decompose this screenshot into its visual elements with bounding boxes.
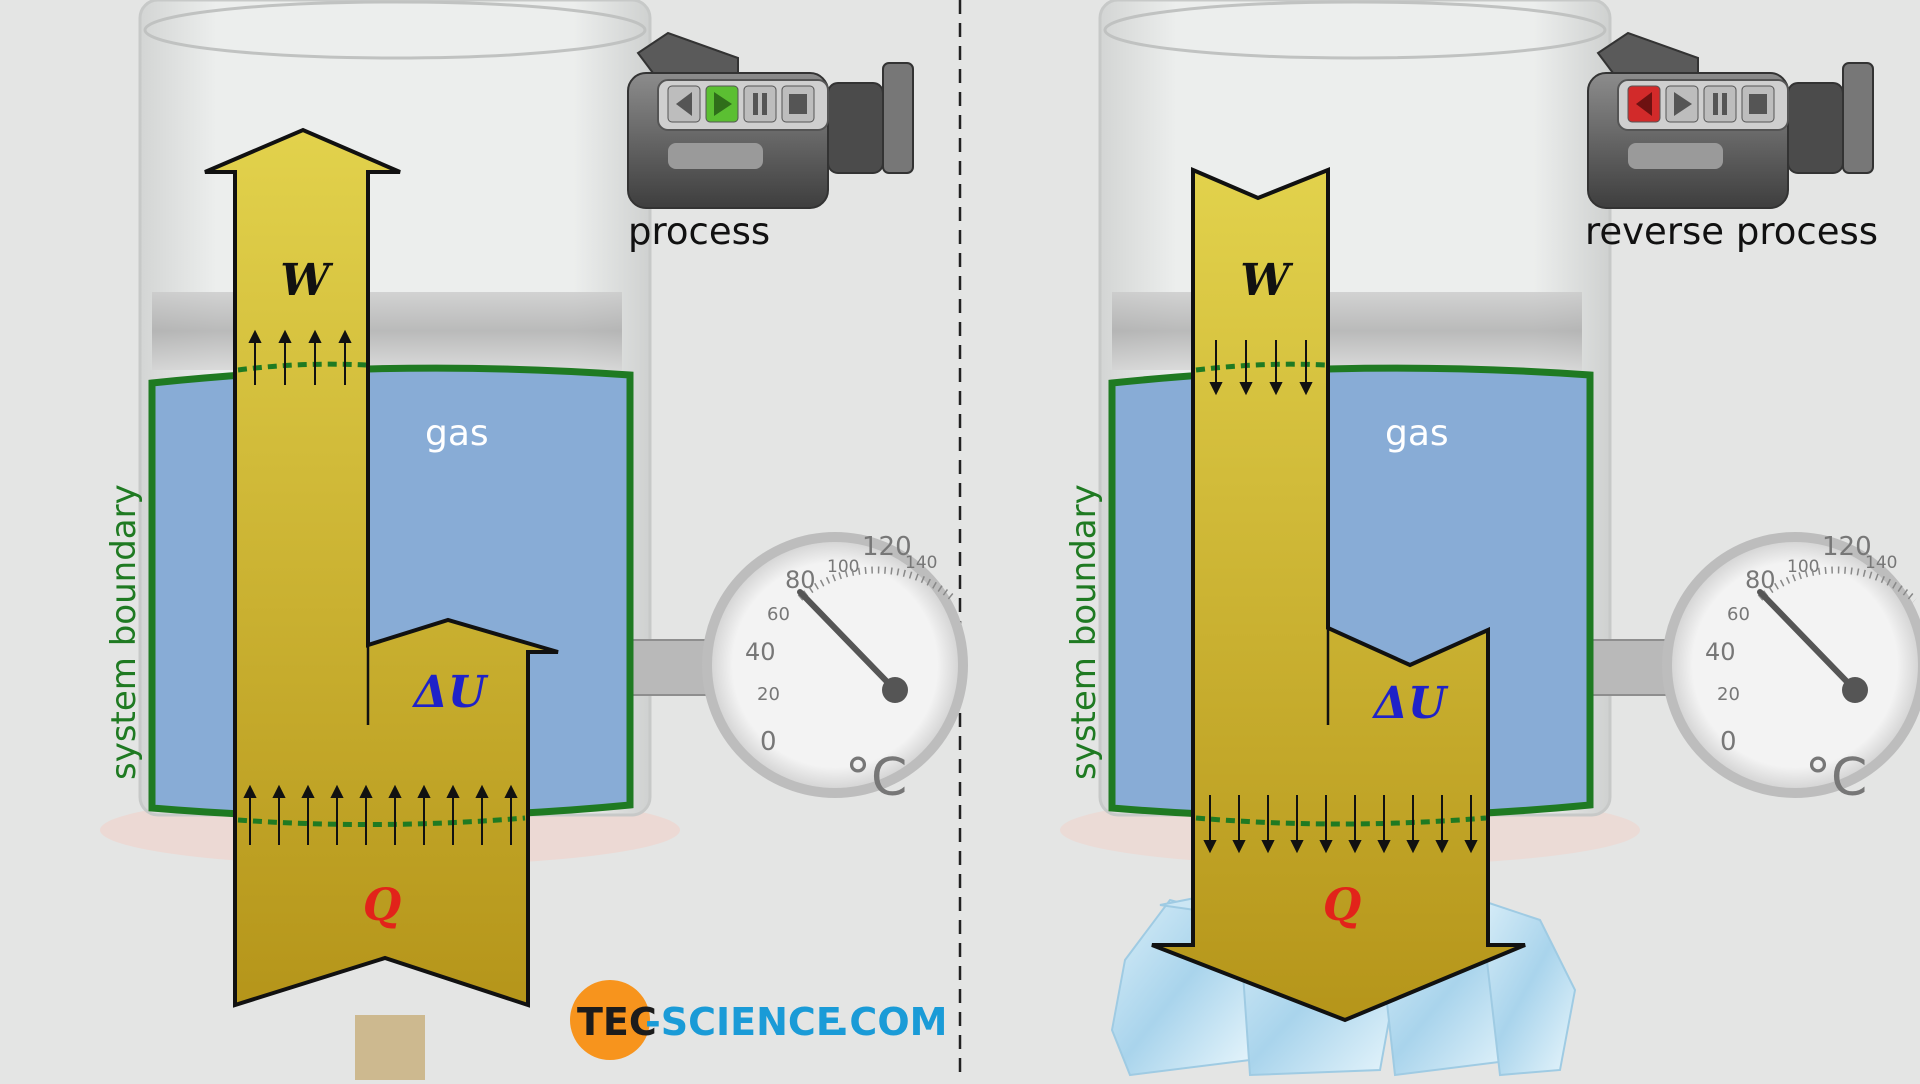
cylinder-rim-right <box>1103 0 1607 60</box>
gauge-label-20: 20 <box>757 684 780 705</box>
piston <box>152 292 622 370</box>
right-panel: 0 20 40 60 80 100 120 140 °C gas system … <box>1060 0 1920 1077</box>
gauge-connector-right <box>1584 639 1676 696</box>
flux-arrow-head <box>446 784 460 798</box>
left-panel: 0 20 40 60 80 100 120 140 °C gas system … <box>100 0 968 1080</box>
gas-label: gas <box>425 413 489 454</box>
process-caption: process <box>628 210 770 253</box>
flux-arrow-head <box>272 784 286 798</box>
work-symbol-right: W <box>1240 255 1294 306</box>
logo-circle <box>570 980 650 1060</box>
flux-arrow-head <box>243 784 257 798</box>
flux-arrow-head <box>1290 840 1304 854</box>
flux-arrow-head <box>1377 840 1391 854</box>
gauge-needle-right <box>1757 589 1858 693</box>
gauge-label-140-right: 140 <box>1865 553 1897 573</box>
boundary-crossing-bottom-right <box>1195 815 1487 827</box>
gauge-label-0-right: 0 <box>1720 727 1737 757</box>
flux-arrow-head <box>1319 840 1333 854</box>
gauge-label-20-right: 20 <box>1717 684 1740 705</box>
system-boundary-label-right: system boundary <box>1064 484 1104 780</box>
gauge-label-120-right: 120 <box>1822 532 1872 562</box>
gauge-face-right <box>1662 532 1920 798</box>
flux-arrow-head <box>301 784 315 798</box>
gauge-label-40-right: 40 <box>1705 638 1736 666</box>
heat-symbol: Q <box>363 880 401 931</box>
gauge-unit-right: °C <box>1805 748 1867 808</box>
gauge-label-0: 0 <box>760 727 777 757</box>
thermometer-gauge-right: 0 20 40 60 80 100 120 140 °C <box>1584 532 1920 808</box>
video-camera-play-icon <box>627 31 914 209</box>
gauge-hub <box>882 677 908 703</box>
logo-text-com: .COM <box>835 1000 947 1044</box>
internal-energy-symbol: ΔU <box>412 667 489 718</box>
gauge-needle <box>797 589 898 693</box>
gauge-connector <box>624 639 716 696</box>
flux-arrow-head <box>1232 840 1246 854</box>
flux-arrow-head <box>388 784 402 798</box>
flux-arrow-head <box>359 784 373 798</box>
gauge-label-60: 60 <box>767 604 790 625</box>
thermometer-gauge: 0 20 40 60 80 100 120 140 °C <box>624 532 968 808</box>
internal-energy-symbol-right: ΔU <box>1372 678 1449 729</box>
gauge-label-100-right: 100 <box>1787 557 1819 577</box>
flux-arrow-head <box>1203 840 1217 854</box>
flux-arrow-head <box>1435 840 1449 854</box>
burner-pipe <box>355 1015 425 1080</box>
heat-flux-arrows-right <box>1203 795 1478 854</box>
work-symbol: W <box>280 255 334 306</box>
heat-symbol-right: Q <box>1323 880 1361 931</box>
flux-arrow-head <box>417 784 431 798</box>
system-boundary-label: system boundary <box>104 484 144 780</box>
gauge-face <box>702 532 968 798</box>
gauge-label-120: 120 <box>862 532 912 562</box>
flux-arrow-head <box>330 784 344 798</box>
boundary-crossing-top-right <box>1195 361 1327 373</box>
tec-science-logo: TEC -SCIENCE .COM <box>570 980 947 1060</box>
logo-text-science: -SCIENCE <box>645 1000 842 1044</box>
reverse-process-caption: reverse process <box>1585 210 1878 253</box>
work-flux-arrows <box>248 329 352 385</box>
video-camera-rewind-icon <box>1587 31 1874 209</box>
flux-arrow-head <box>1464 840 1478 854</box>
boundary-crossing-bottom <box>237 815 526 828</box>
flux-arrow-head <box>1406 840 1420 854</box>
flux-arrow-head <box>1261 840 1275 854</box>
gauge-hub-right <box>1842 677 1868 703</box>
flux-arrow-head <box>1348 840 1362 854</box>
boundary-crossing-top <box>237 361 367 373</box>
flux-arrow-head <box>475 784 489 798</box>
cylinder-rim <box>143 0 647 60</box>
flux-arrow-head <box>504 784 518 798</box>
heat-flux-arrows <box>243 784 518 845</box>
work-flux-arrows-right <box>1209 340 1313 396</box>
logo-text-tec: TEC <box>577 1000 657 1044</box>
gas-label-right: gas <box>1385 413 1449 454</box>
piston-right <box>1112 292 1582 370</box>
gauge-label-100: 100 <box>827 557 859 577</box>
gauge-label-140: 140 <box>905 553 937 573</box>
gauge-unit: °C <box>845 748 907 808</box>
gauge-label-40: 40 <box>745 638 776 666</box>
gauge-label-60-right: 60 <box>1727 604 1750 625</box>
